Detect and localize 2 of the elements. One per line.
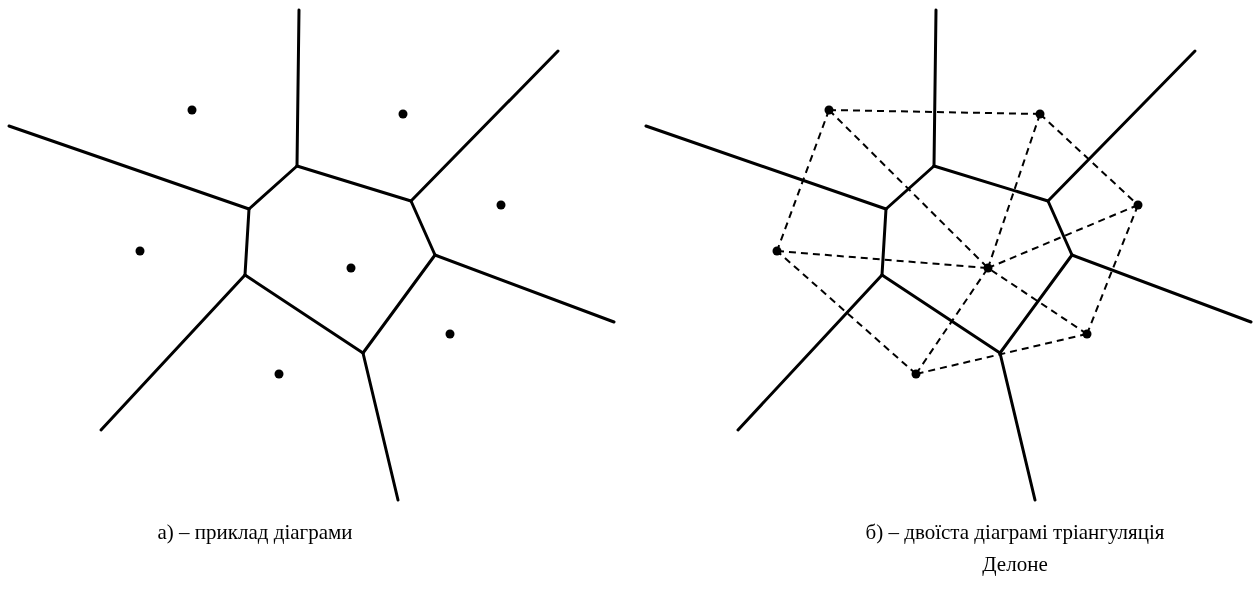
figure-caption: а) – приклад діаграми — [156, 519, 354, 546]
figure-caption: б) – двоїста діаграмі тріангуляція Делоне — [864, 519, 1166, 578]
